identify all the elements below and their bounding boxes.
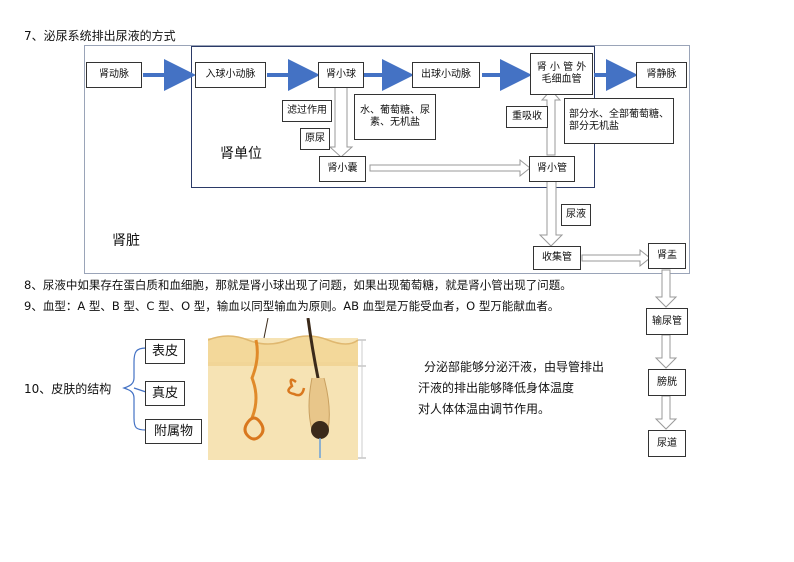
filtered-items-box: 水、葡萄糖、尿 素、无机盐 — [354, 94, 436, 140]
ureter-box: 输尿管 — [646, 308, 688, 335]
arrow-tubule-capillary — [540, 89, 562, 156]
arrow-capsule-tubule — [369, 158, 531, 178]
skin-diagram-image — [208, 318, 366, 460]
line-9: 9、血型：A 型、B 型、C 型、O 型，输血以同型输血为原则。AB 血型是万能… — [24, 299, 560, 313]
primary-urine-box: 原尿 — [300, 128, 330, 150]
capsule-box: 肾小囊 — [319, 156, 366, 182]
heading-7: 7、泌尿系统排出尿液的方式 — [24, 29, 176, 43]
renal-artery-box: 肾动脉 — [86, 62, 142, 88]
efferent-arteriole-box: 出球小动脉 — [412, 62, 480, 88]
nephron-label: 肾单位 — [220, 146, 262, 162]
reabsorption-box: 重吸收 — [506, 106, 548, 128]
glomerulus-box: 肾小球 — [318, 62, 364, 88]
renal-pelvis-box: 肾盂 — [648, 243, 686, 269]
arrow-glomerulus-capsule — [328, 86, 354, 158]
tubule-box: 肾小管 — [529, 156, 575, 182]
epidermis-box: 表皮 — [145, 339, 185, 364]
filtration-box: 滤过作用 — [282, 100, 332, 122]
skin-desc-1: 分泌部能够分泌汗液，由导管排出 — [424, 360, 605, 374]
arrow-ureter-bladder — [654, 334, 678, 369]
kidney-frame — [84, 45, 690, 274]
appendages-box: 附属物 — [145, 419, 202, 444]
urine-box: 尿液 — [561, 204, 591, 226]
afferent-arteriole-box: 入球小动脉 — [195, 62, 266, 88]
skin-heading: 10、皮肤的结构 — [24, 382, 112, 396]
arrow-bladder-urethra — [654, 395, 678, 430]
renal-vein-box: 肾静脉 — [636, 62, 687, 88]
dermis-box: 真皮 — [145, 381, 185, 406]
arrow-collecting-pelvis — [581, 248, 651, 268]
arrow-tubule-collecting — [538, 180, 564, 247]
bladder-box: 膀胱 — [648, 369, 686, 396]
skin-desc-3: 对人体体温由调节作用。 — [418, 402, 551, 416]
capillary-box: 肾 小 管 外 毛细血管 — [530, 53, 593, 95]
skin-brace — [122, 347, 147, 431]
kidney-label: 肾脏 — [112, 233, 140, 249]
urethra-box: 尿道 — [648, 430, 686, 457]
skin-desc-2: 汗液的排出能够降低身体温度 — [418, 381, 575, 395]
line-8: 8、尿液中如果存在蛋白质和血细胞，那就是肾小球出现了问题，如果出现葡萄糖，就是肾… — [24, 278, 572, 292]
collecting-duct-box: 收集管 — [533, 246, 581, 270]
reabsorbed-items-box: 部分水、全部葡萄糖、 部分无机盐 — [564, 98, 674, 144]
arrow-pelvis-ureter — [654, 269, 678, 308]
